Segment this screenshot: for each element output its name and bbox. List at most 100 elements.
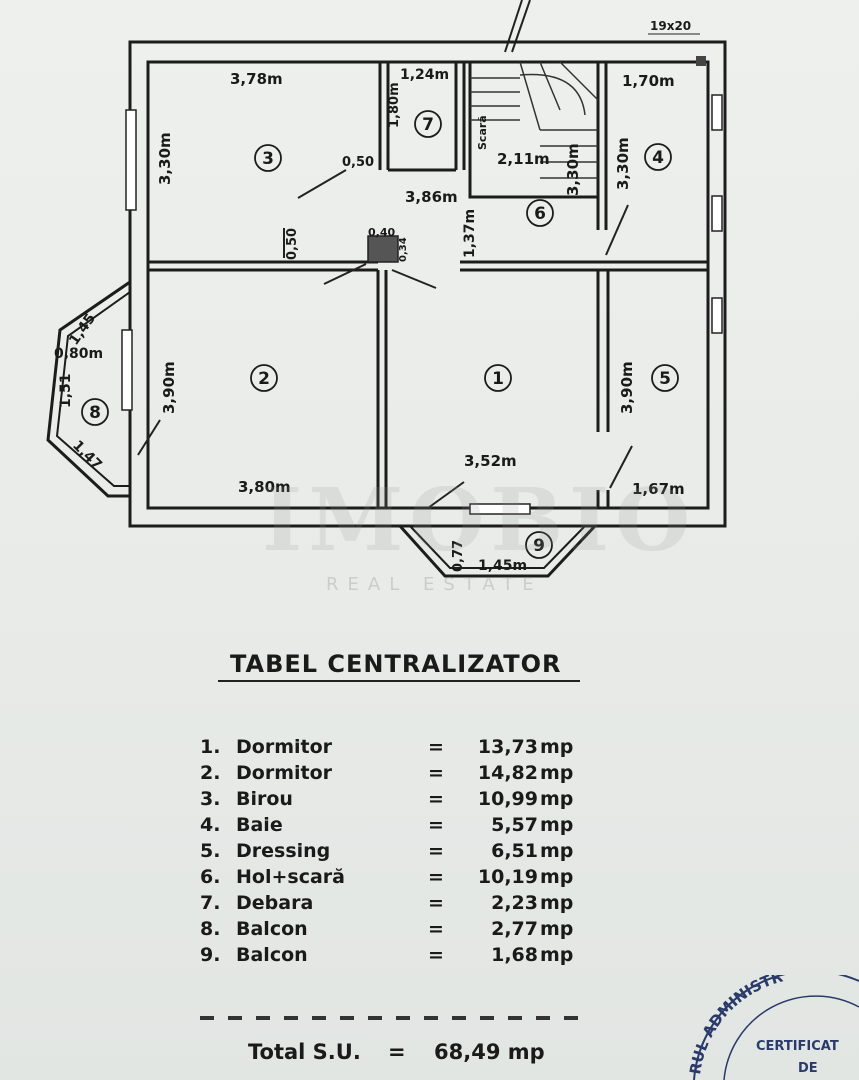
row-area-value: 2,77: [491, 918, 538, 940]
row-room-name: Dormitor: [236, 762, 333, 784]
row-room-name: Debara: [236, 892, 314, 914]
table-title: TABEL CENTRALIZATOR: [230, 650, 562, 678]
dim-r7-width: 1,24m: [400, 67, 449, 83]
dim-hall-depth: 3,86m: [405, 188, 458, 206]
total-equals: =: [388, 1040, 406, 1064]
dim-chimney-a: 0,40: [368, 226, 395, 239]
row-unit: mp: [540, 814, 574, 836]
row-equals: =: [428, 866, 444, 888]
row-unit: mp: [540, 788, 574, 810]
stamp-line-1: CERTIFICAT: [756, 1039, 839, 1054]
row-equals: =: [428, 762, 444, 784]
room-number-5: 5: [659, 369, 671, 389]
dim-r3-width: 3,78m: [230, 70, 283, 88]
row-number: 4.: [200, 814, 221, 836]
room-number-8: 8: [89, 403, 101, 423]
stamp-line-2: DE: [798, 1061, 818, 1076]
row-room-name: Dressing: [236, 840, 331, 862]
row-area-value: 13,73: [477, 736, 538, 758]
table-row: 2. Dormitor = 14,82 mp: [200, 762, 620, 788]
row-unit: mp: [540, 866, 574, 888]
row-equals: =: [428, 736, 444, 758]
dim-r5-height: 3,90m: [618, 361, 636, 414]
table-row: 7. Debara = 2,23 mp: [200, 892, 620, 918]
room-number-3: 3: [262, 149, 274, 169]
dim-balcony8-c: 1,51: [58, 373, 74, 408]
row-unit: mp: [540, 944, 574, 966]
dim-r4-width: 1,70m: [622, 72, 675, 90]
row-room-name: Birou: [236, 788, 293, 810]
row-equals: =: [428, 918, 444, 940]
dim-balcony9-a: 0,77: [451, 540, 466, 572]
dim-stair-height: 3,30m: [564, 143, 582, 196]
row-area-value: 2,23: [491, 892, 538, 914]
row-number: 7.: [200, 892, 221, 914]
row-room-name: Baie: [236, 814, 283, 836]
stamp-arc-text: RUL ADMINISTR: [686, 975, 785, 1076]
dim-r5-width: 1,67m: [632, 480, 685, 498]
dashed-separator: [200, 1016, 580, 1020]
row-number: 3.: [200, 788, 221, 810]
row-equals: =: [428, 892, 444, 914]
area-table: 1. Dormitor = 13,73 mp 2. Dormitor = 14,…: [200, 736, 620, 970]
row-unit: mp: [540, 762, 574, 784]
row-equals: =: [428, 840, 444, 862]
row-unit: mp: [540, 918, 574, 940]
table-row: 6. Hol+scară = 10,19 mp: [200, 866, 620, 892]
total-value: 68,49 mp: [434, 1040, 545, 1064]
row-equals: =: [428, 944, 444, 966]
row-room-name: Balcon: [236, 918, 308, 940]
row-number: 2.: [200, 762, 221, 784]
dim-chimney-b: 0,34: [398, 237, 409, 262]
table-row: 4. Baie = 5,57 mp: [200, 814, 620, 840]
dim-r4-height: 3,30m: [614, 137, 632, 190]
room-number-9: 9: [533, 536, 545, 556]
table-row: 3. Birou = 10,99 mp: [200, 788, 620, 814]
room-number-2: 2: [258, 369, 270, 389]
dim-balcony8-b: 0,80m: [54, 346, 103, 362]
row-area-value: 10,19: [477, 866, 538, 888]
row-area-value: 14,82: [477, 762, 538, 784]
dim-balcony8-d: 1,47: [69, 438, 105, 474]
row-area-value: 1,68: [491, 944, 538, 966]
dim-r7-height: 1,80m: [387, 82, 402, 128]
dim-050-b: 0,50: [285, 228, 300, 260]
row-room-name: Balcon: [236, 944, 308, 966]
dim-r3-height: 3,30m: [156, 132, 174, 185]
table-title-underline: [218, 680, 580, 682]
row-equals: =: [428, 788, 444, 810]
row-room-name: Dormitor: [236, 736, 333, 758]
room-number-6: 6: [534, 204, 546, 224]
room-number-7: 7: [422, 115, 434, 135]
dim-balcony9-b: 1,45m: [478, 558, 527, 574]
dim-corner: 19x20: [650, 19, 691, 33]
row-room-name: Hol+scară: [236, 866, 345, 888]
row-number: 1.: [200, 736, 221, 758]
row-number: 5.: [200, 840, 221, 862]
row-area-value: 6,51: [491, 840, 538, 862]
table-row: 5. Dressing = 6,51 mp: [200, 840, 620, 866]
row-equals: =: [428, 814, 444, 836]
table-row: 1. Dormitor = 13,73 mp: [200, 736, 620, 762]
table-row: 8. Balcon = 2,77 mp: [200, 918, 620, 944]
watermark-brand: IMOBIO: [262, 470, 697, 571]
row-area-value: 5,57: [491, 814, 538, 836]
watermark-tagline: REAL ESTATE: [326, 574, 543, 595]
row-number: 8.: [200, 918, 221, 940]
row-unit: mp: [540, 892, 574, 914]
row-area-value: 10,99: [477, 788, 538, 810]
dim-r1-width: 3,52m: [464, 452, 517, 470]
dim-r2-width: 3,80m: [238, 478, 291, 496]
dim-r2-height: 3,90m: [160, 361, 178, 414]
row-number: 6.: [200, 866, 221, 888]
dim-hall-height: 1,37m: [462, 209, 478, 258]
table-row: 9. Balcon = 1,68 mp: [200, 944, 620, 970]
floor-plan: 3 7 4 6 2 1 5 8 9 19x20 3,78m 1,24m 1,70…: [46, 0, 727, 578]
dim-050-a: 0,50: [342, 155, 374, 170]
row-unit: mp: [540, 840, 574, 862]
row-number: 9.: [200, 944, 221, 966]
dim-hall-width: 2,11m: [497, 150, 550, 168]
official-stamp: RUL ADMINISTR CERTIFICAT DE: [686, 975, 859, 1080]
row-unit: mp: [540, 736, 574, 758]
